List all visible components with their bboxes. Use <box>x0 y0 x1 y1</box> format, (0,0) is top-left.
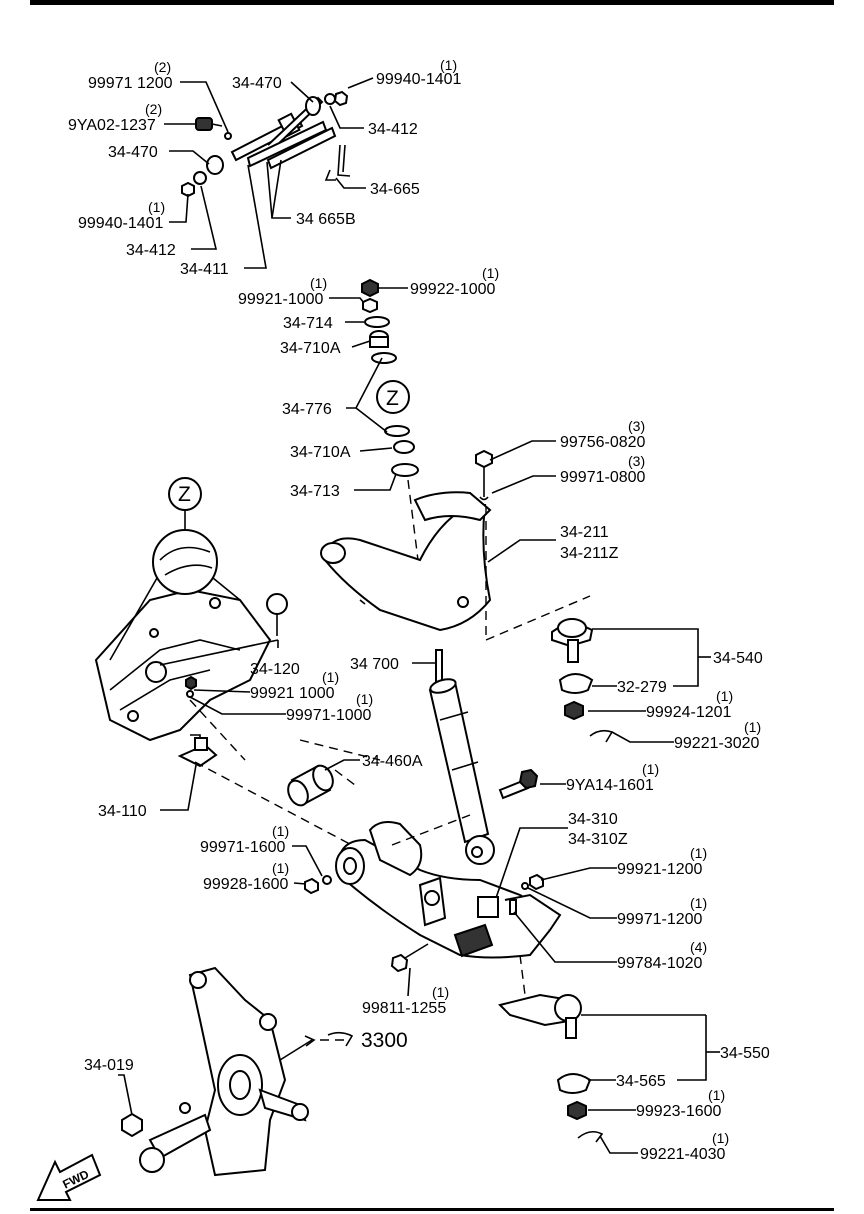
leader-lines <box>118 77 720 1154</box>
part-label-p10: 34-412 <box>126 242 176 259</box>
qty-label-p29: (1) <box>356 691 373 707</box>
part-label-p8: 99940-1401 <box>78 215 164 232</box>
steering-knuckle <box>121 966 354 1177</box>
part-label-p30: 34 700 <box>350 656 399 673</box>
qty-label-p32: (1) <box>642 761 659 777</box>
part-label-p2: 9YA02-1237 <box>68 117 156 134</box>
part-label-p42: 3300 <box>361 1029 408 1052</box>
part-label-p1: 99971 1200 <box>88 75 173 92</box>
qty-label-p19: (3) <box>628 418 645 434</box>
qty-label-p1: (2) <box>154 59 171 75</box>
qty-label-p39: (1) <box>690 895 707 911</box>
bottom-border <box>30 1208 834 1211</box>
part-label-p4: 99940-1401 <box>376 71 462 88</box>
qty-label-p47: (1) <box>712 1130 729 1146</box>
part-label-p11: 34-411 <box>180 261 229 278</box>
lower-arm-bushing <box>287 764 356 807</box>
shock-absorber <box>428 649 495 865</box>
qty-label-p41: (1) <box>432 984 449 1000</box>
part-label-p28: 99921 1000 <box>250 685 335 702</box>
part-label-p7: 34-470 <box>108 144 158 161</box>
part-label-p32: 9YA14-1601 <box>566 777 654 794</box>
part-labels: (2) 99971 1200 (2) 9YA02-1237 34-470 (1)… <box>68 57 770 1163</box>
qty-label-p37: (1) <box>272 860 289 876</box>
part-label-p12: 99921-1000 <box>238 291 324 308</box>
part-label-p25: 99924-1201 <box>646 704 732 721</box>
part-label-p23: 34-540 <box>713 650 763 667</box>
qty-label-p26: (1) <box>744 719 761 735</box>
part-label-p26: 99221-3020 <box>674 735 760 752</box>
part-label-p6: 34-665 <box>370 181 420 198</box>
part-label-p5: 34-412 <box>368 121 418 138</box>
detail-marker-upper: Z <box>386 387 399 410</box>
upper-control-arm <box>320 449 493 640</box>
qty-label-p8: (1) <box>148 199 165 215</box>
part-label-p31: 34-460A <box>362 753 423 770</box>
part-label-p9: 34 665B <box>296 211 356 228</box>
qty-label-p28: (1) <box>322 669 339 685</box>
part-label-p21: 34-211 <box>560 524 609 541</box>
part-label-p29: 99971-1000 <box>286 707 372 724</box>
part-label-p46: 99923-1600 <box>636 1103 722 1120</box>
shock-upper-stack <box>361 278 419 561</box>
qty-label-p40: (4) <box>690 939 707 955</box>
part-label-p13: 99922-1000 <box>410 281 496 298</box>
stabilizer-link-assembly <box>181 90 351 198</box>
upper-ball-joint <box>485 595 614 743</box>
part-label-p24: 32-279 <box>617 679 667 696</box>
part-label-p40: 99784-1020 <box>617 955 703 972</box>
qty-label-p4: (1) <box>440 57 457 73</box>
part-label-p37: 99928-1600 <box>203 876 289 893</box>
part-label-p43: 34-019 <box>84 1057 134 1074</box>
part-label-p47: 99221-4030 <box>640 1146 726 1163</box>
frame-section <box>94 477 381 861</box>
part-label-p39: 99971-1200 <box>617 911 703 928</box>
part-label-p34: 34-310 <box>568 811 618 828</box>
part-label-p15: 34-710A <box>280 340 341 357</box>
part-label-p44: 34-550 <box>720 1045 770 1062</box>
part-label-p14: 34-714 <box>283 315 333 332</box>
qty-label-p25: (1) <box>716 688 733 704</box>
detail-marker-frame: Z <box>178 483 191 506</box>
qty-label-p38: (1) <box>690 845 707 861</box>
part-label-p17: 34-710A <box>290 444 351 461</box>
fwd-arrow-icon: FWD <box>36 1153 102 1201</box>
part-label-p3: 34-470 <box>232 75 282 92</box>
part-label-p38: 99921-1200 <box>617 861 703 878</box>
part-label-p19: 99756-0820 <box>560 434 646 451</box>
part-label-p16: 34-776 <box>282 401 332 418</box>
qty-label-p20: (3) <box>628 453 645 469</box>
lower-ball-joint <box>498 954 604 1143</box>
qty-label-p13: (1) <box>482 265 499 281</box>
top-border <box>30 0 834 5</box>
part-label-p36: 99971-1600 <box>200 839 286 856</box>
lower-control-arm <box>304 814 562 973</box>
part-label-p41: 99811-1255 <box>362 1000 446 1017</box>
qty-label-p2: (2) <box>145 101 162 117</box>
part-label-p22: 34-211Z <box>560 545 619 562</box>
qty-label-p36: (1) <box>272 823 289 839</box>
part-label-p20: 99971-0800 <box>560 469 646 486</box>
part-label-p33: 34-110 <box>98 803 147 820</box>
shock-bolt <box>498 768 539 800</box>
part-label-p45: 34-565 <box>616 1073 666 1090</box>
part-label-p18: 34-713 <box>290 483 340 500</box>
qty-label-p46: (1) <box>708 1087 725 1103</box>
part-label-p35: 34-310Z <box>568 831 628 848</box>
part-label-p27: 34-120 <box>250 661 300 678</box>
qty-label-p12: (1) <box>310 275 327 291</box>
